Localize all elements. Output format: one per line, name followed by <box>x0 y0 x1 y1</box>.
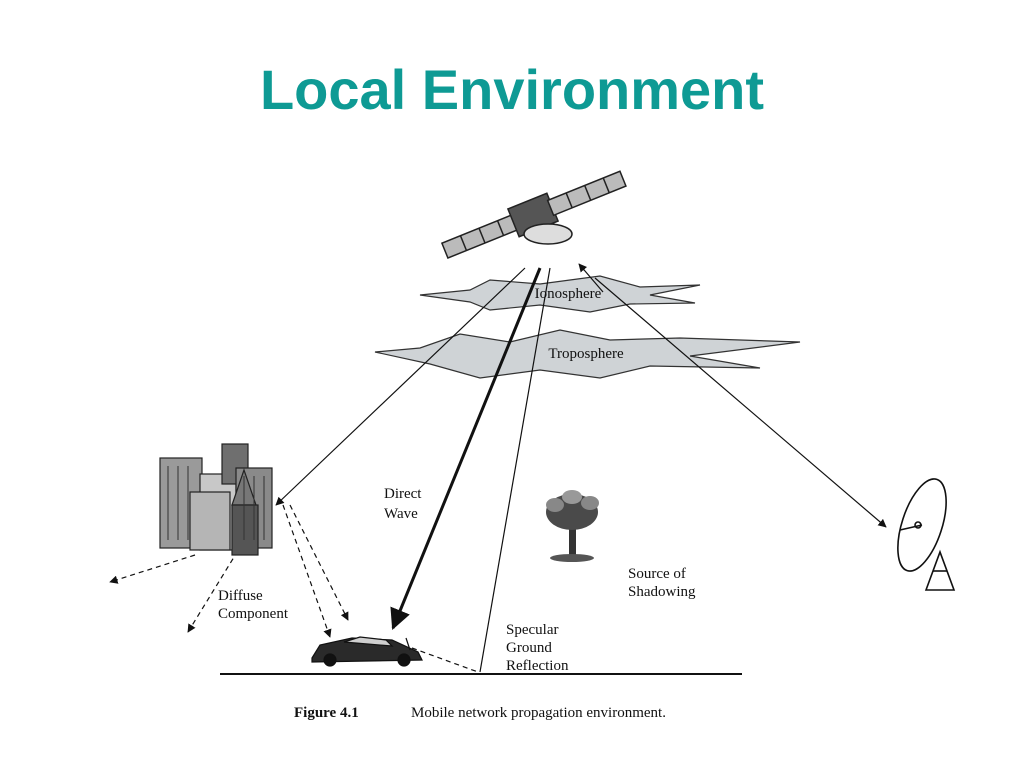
ionosphere-layer: Ionosphere <box>419 275 701 313</box>
direct-wave-label-line2: Wave <box>384 506 418 522</box>
buildings-icon <box>159 443 273 556</box>
figure-caption-number: Figure 4.1 <box>294 705 359 721</box>
slide-title: Local Environment <box>259 58 765 121</box>
troposphere-layer: Troposphere <box>374 329 801 379</box>
diffuse-label-line1: Diffuse <box>218 588 263 604</box>
satellite-icon <box>440 170 627 259</box>
diffuse-label-line2: Component <box>218 606 289 622</box>
propagation-rays <box>275 263 887 673</box>
specular-label-line1: Specular <box>506 622 558 638</box>
specular-label-line3: Reflection <box>506 658 569 674</box>
ionosphere-label: Ionosphere <box>535 286 602 302</box>
figure-caption-text: Mobile network propagation environment. <box>411 705 666 721</box>
direct-wave-ray <box>390 267 542 630</box>
tree-icon <box>546 490 599 562</box>
diffuse-scatter-rays <box>109 504 479 673</box>
shadowing-label-line1: Source of <box>628 566 686 582</box>
specular-ray-up <box>479 267 551 673</box>
direct-wave-label-line1: Direct <box>384 486 422 502</box>
ray-to-dish <box>594 277 887 528</box>
specular-label-line2: Ground <box>506 640 552 656</box>
troposphere-cloud-shape <box>374 329 801 379</box>
car-icon <box>311 636 423 667</box>
uplink-ray <box>578 263 604 293</box>
troposphere-label: Troposphere <box>548 346 624 362</box>
ray-to-buildings <box>275 267 526 506</box>
dish-antenna-icon <box>897 478 956 591</box>
shadowing-label-line2: Shadowing <box>628 584 696 600</box>
ionosphere-cloud-shape <box>419 275 701 313</box>
